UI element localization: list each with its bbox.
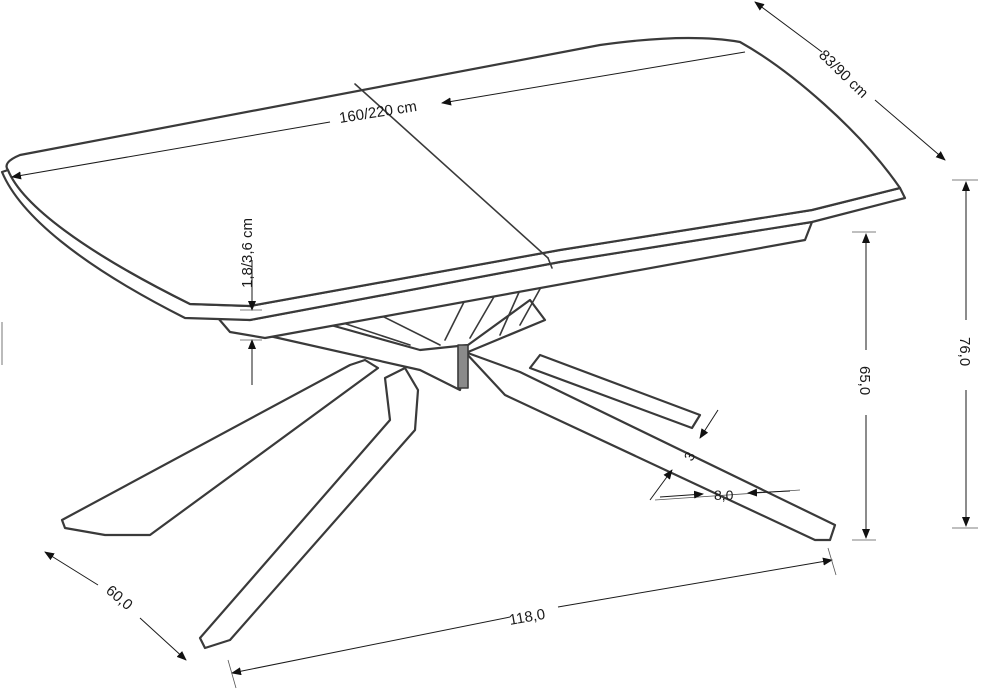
support-arms xyxy=(339,279,546,346)
leg-back-left xyxy=(60,358,380,537)
leg-front-left xyxy=(198,366,420,650)
dim-base-length-label: 118,0 xyxy=(508,606,547,629)
base-hub xyxy=(263,298,547,392)
extension-seam-edge xyxy=(547,257,553,269)
dim-leg-width: 8,0 xyxy=(654,487,801,503)
leg-front-right xyxy=(463,350,837,542)
dim-width-label: 83/90 cm xyxy=(815,47,871,102)
dim-thickness: 1,8/3,6 cm xyxy=(239,218,262,385)
dim-total-height: 76,0 xyxy=(952,179,978,529)
table-base xyxy=(60,279,837,650)
dim-frame-height-label: 65,0 xyxy=(856,366,873,395)
dim-thickness-label: 1,8/3,6 cm xyxy=(239,218,256,288)
dim-leg-width-label: 8,0 xyxy=(714,487,734,503)
dim-frame-height: 65,0 xyxy=(852,231,876,541)
leg-back-right xyxy=(528,353,702,430)
table-top xyxy=(0,36,907,340)
dim-base-width: 60,0 xyxy=(44,551,187,661)
dim-total-height-label: 76,0 xyxy=(956,337,973,366)
dim-base-length: 118,0 xyxy=(227,547,837,689)
hub-shadow xyxy=(457,344,469,389)
extension-seam xyxy=(354,83,549,259)
dim-base-width-label: 60,0 xyxy=(102,582,135,614)
